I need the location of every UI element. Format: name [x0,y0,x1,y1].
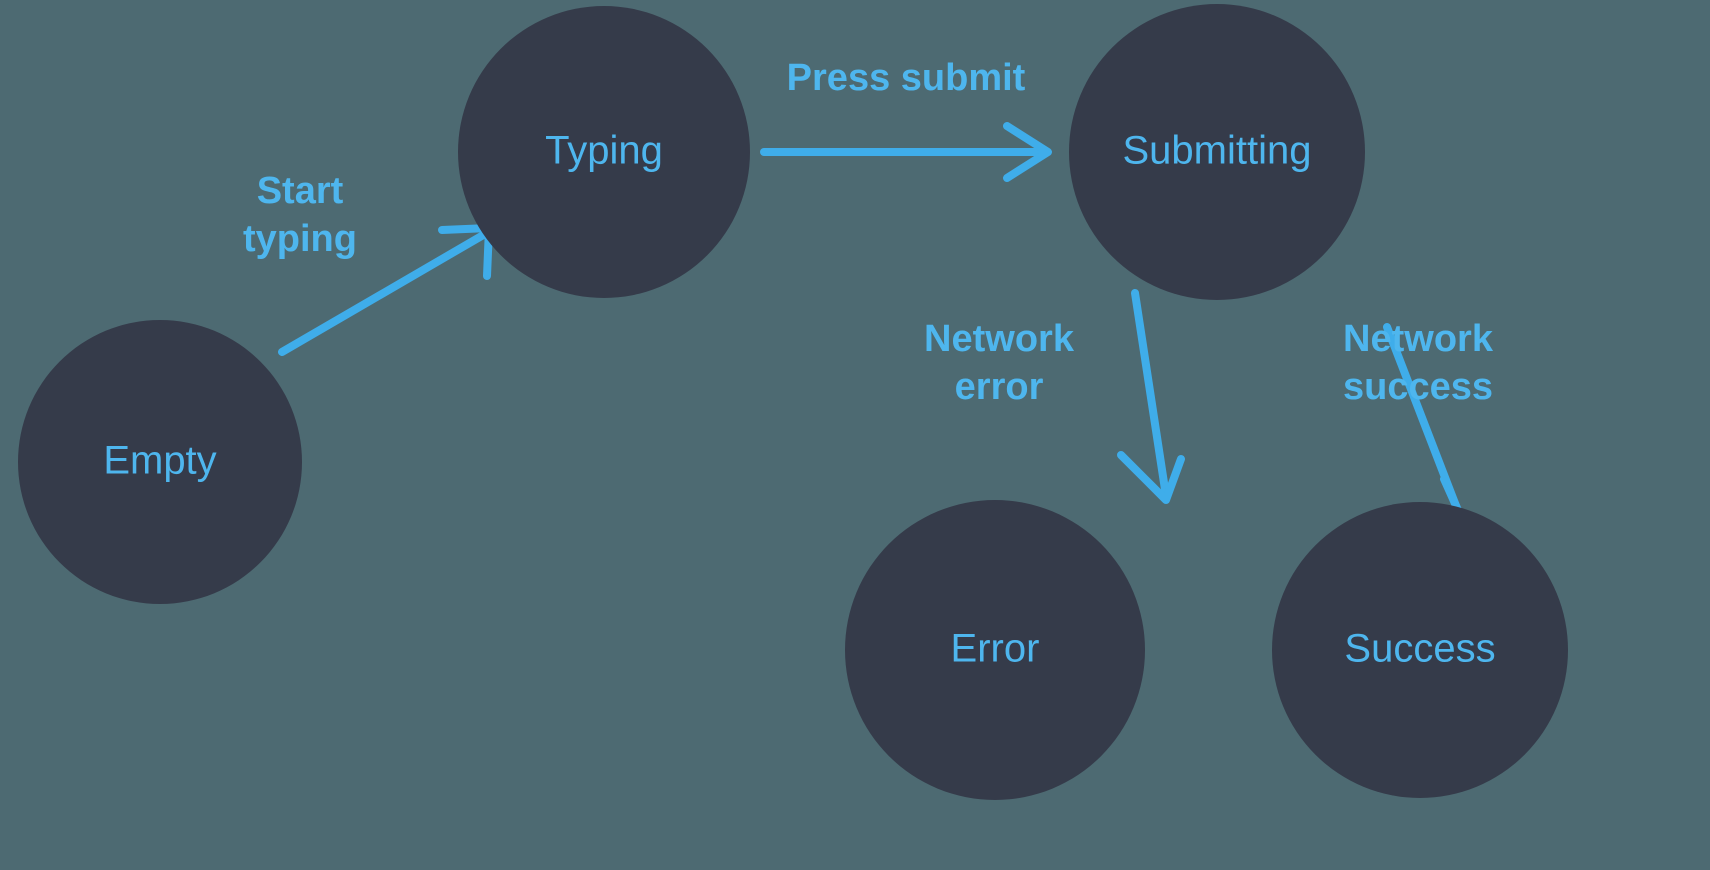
edge-label-empty-to-typing: Start typing [243,170,357,260]
node-submitting-circle [1069,4,1365,300]
edge-submitting-to-error[interactable] [1117,289,1185,504]
edge-line-submitting-to-error [1131,289,1170,500]
edge-typing-to-submitting[interactable] [760,122,1052,182]
edge-label-submitting-to-success: Network success [1343,318,1494,408]
node-error-label: Error [951,627,1040,671]
node-error[interactable]: Error [845,500,1145,800]
edge-label-submitting-to-error-line-2: error [955,366,1044,408]
node-success-circle [1272,502,1568,798]
node-success[interactable]: Success [1272,502,1568,798]
node-empty-circle [18,320,302,604]
node-submitting[interactable]: Submitting [1069,4,1365,300]
edge-label-submitting-to-success-line-1: Network [1343,318,1494,360]
node-error-circle [845,500,1145,800]
node-empty-label: Empty [103,439,216,483]
edge-line-empty-to-typing [278,230,489,356]
arrowhead-typing-to-submitting [1003,122,1052,182]
arrowhead-submitting-to-error [1117,451,1185,504]
edge-label-submitting-to-success-line-2: success [1343,366,1493,408]
edge-label-empty-to-typing-line-1: Start [257,170,344,212]
edge-label-submitting-to-error: Network error [924,318,1075,408]
node-typing-label: Typing [545,129,663,173]
node-submitting-label: Submitting [1123,129,1312,173]
edge-label-submitting-to-error-line-1: Network [924,318,1075,360]
node-typing[interactable]: Typing [458,6,750,298]
node-empty[interactable]: Empty [18,320,302,604]
edge-label-typing-to-submitting-line-1: Press submit [787,57,1026,99]
edge-label-typing-to-submitting: Press submit [787,57,1026,99]
node-typing-circle [458,6,750,298]
node-success-label: Success [1344,627,1495,671]
edge-label-empty-to-typing-line-2: typing [243,218,357,260]
